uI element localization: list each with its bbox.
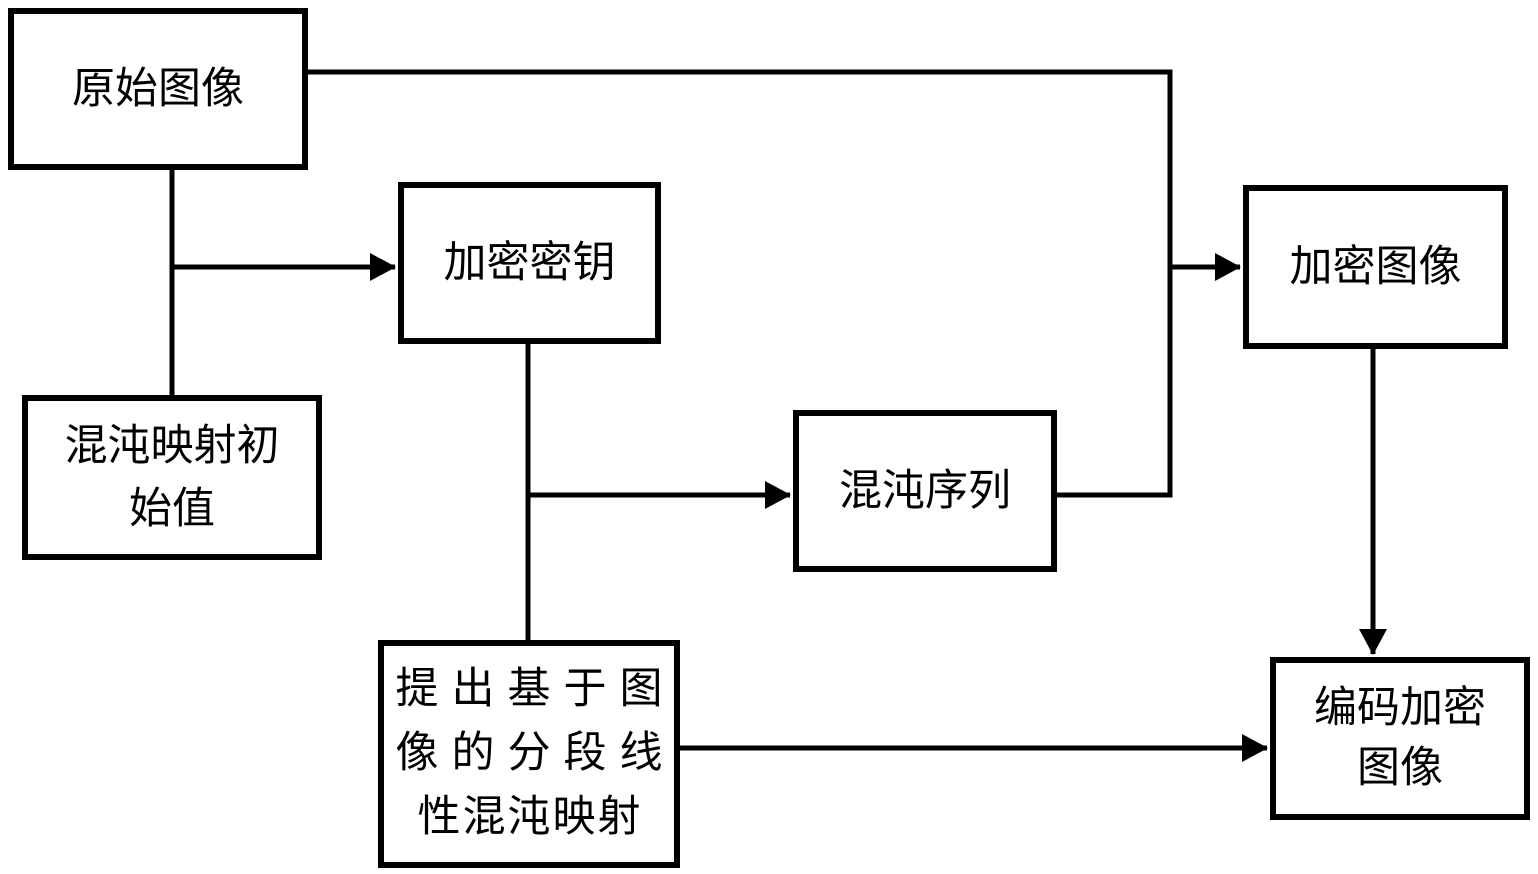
node-label: 加密密钥 (443, 239, 616, 287)
node-label-line: 始值 (129, 485, 215, 533)
node-label-line: 混沌映射初 (64, 422, 280, 470)
node-chaos-sequence: 混沌序列 (793, 410, 1057, 572)
node-label: 混沌序列 (839, 467, 1011, 515)
node-label-line: 编码加密 (1314, 684, 1486, 732)
edge-original-and-sequence-trunk (308, 69, 1173, 498)
node-encrypted-image: 加密图像 (1243, 185, 1508, 349)
node-label-line: 提出基于图 (395, 666, 676, 713)
node-original-image: 原始图像 (8, 8, 308, 170)
node-piecewise-linear-chaos-map: 提出基于图 像的分段线 性混沌映射 (378, 640, 680, 868)
node-label: 原始图像 (72, 65, 244, 113)
node-label-line: 像的分段线 (395, 730, 676, 777)
node-chaos-map-initial-value: 混沌映射初 始值 (22, 395, 322, 560)
node-label: 加密图像 (1289, 243, 1462, 291)
node-label-line: 图像 (1357, 744, 1443, 792)
node-label-line: 性混沌映射 (417, 794, 643, 841)
node-encoded-encrypted-image: 编码加密 图像 (1270, 657, 1530, 820)
node-encryption-key: 加密密钥 (398, 182, 661, 344)
